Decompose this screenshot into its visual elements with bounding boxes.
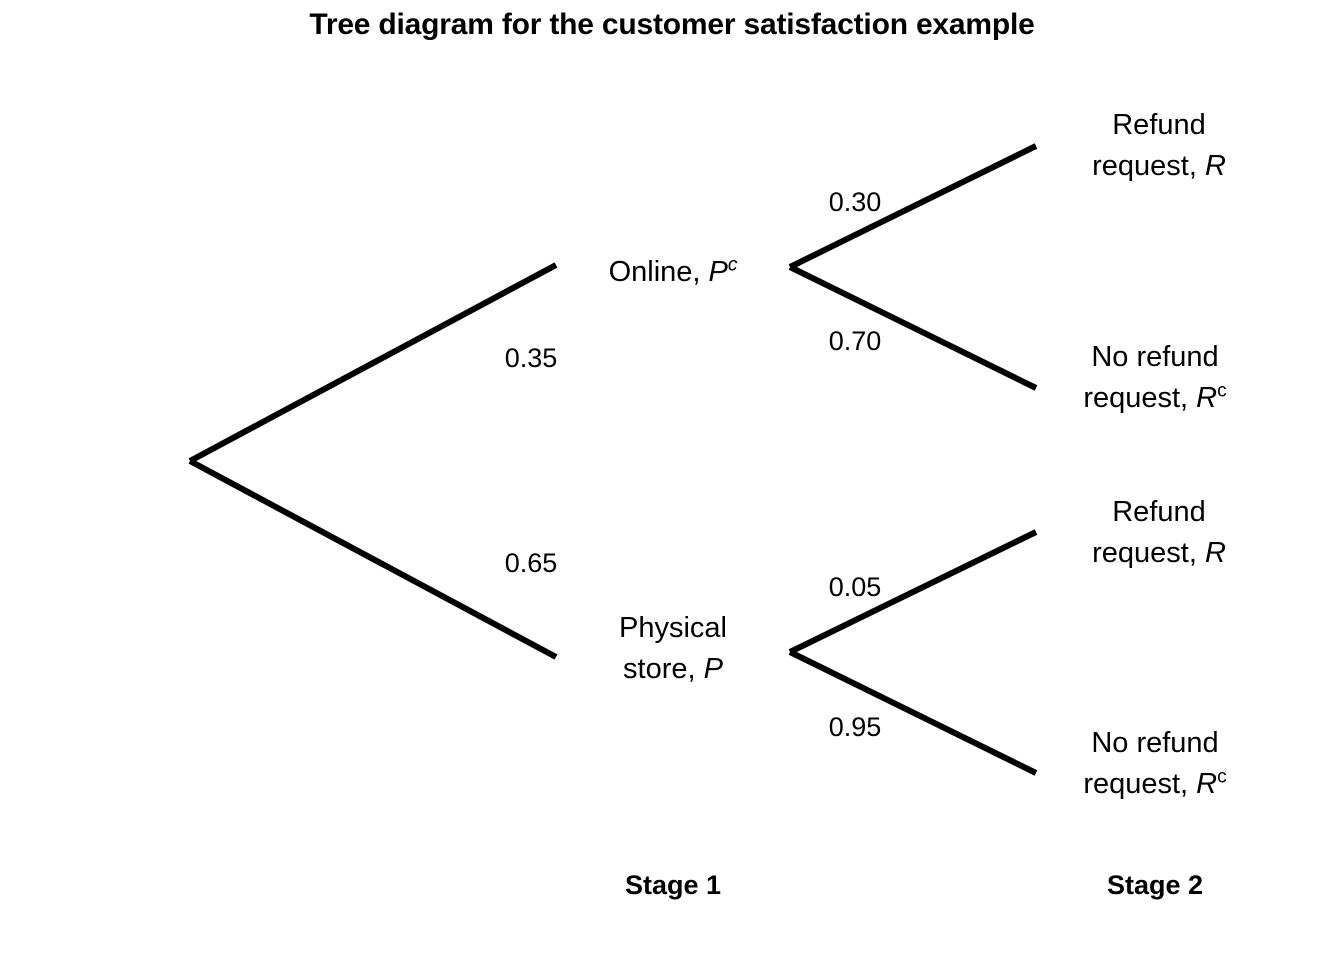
branch-online-to-no-refund-request [788,264,1038,391]
probability-label-physical-store-refund-request: 0.05 [828,572,882,602]
branch-root-to-physical-store [188,458,558,660]
probability-label-physical-store-no-refund-request: 0.95 [828,712,882,742]
branch-physical-store-to-no-refund-request [788,649,1038,776]
symbol-r: R [1204,150,1226,183]
page-title: Tree diagram for the customer satisfacti… [309,8,1035,41]
node-label-online-no-refund-request: No refund request, Rc [1083,341,1227,415]
node-label-physical-store-refund-request: Refund request, R [1092,496,1226,570]
branch-root-to-online [188,262,558,464]
probability-label-online: 0.35 [504,343,558,373]
symbol-p: P [703,653,723,686]
node-label-physical-store: Physical store, P [619,612,727,686]
branch-physical-store-to-refund-request [788,529,1038,655]
symbol-r: R [1204,537,1226,570]
node-label-online: Online, Pc [608,254,738,288]
symbol-r: R [1196,768,1218,801]
probability-label-physical-store: 0.65 [504,548,558,578]
stage-2-label: Stage 2 [1106,870,1204,900]
superscript-c: c [1217,380,1227,402]
superscript-c: c [1217,766,1227,788]
symbol-r: R [1196,382,1218,415]
symbol-p: P [708,256,728,288]
probability-label-online-refund-request: 0.30 [828,187,882,217]
node-label-physical-store-no-refund-request: No refund request, Rc [1083,727,1227,801]
superscript-c: c [727,254,738,276]
node-label-online-refund-request: Refund request, R [1092,109,1226,183]
stage-1-label: Stage 1 [624,870,722,900]
branch-online-to-refund-request [788,143,1038,270]
probability-label-online-no-refund-request: 0.70 [828,326,882,356]
